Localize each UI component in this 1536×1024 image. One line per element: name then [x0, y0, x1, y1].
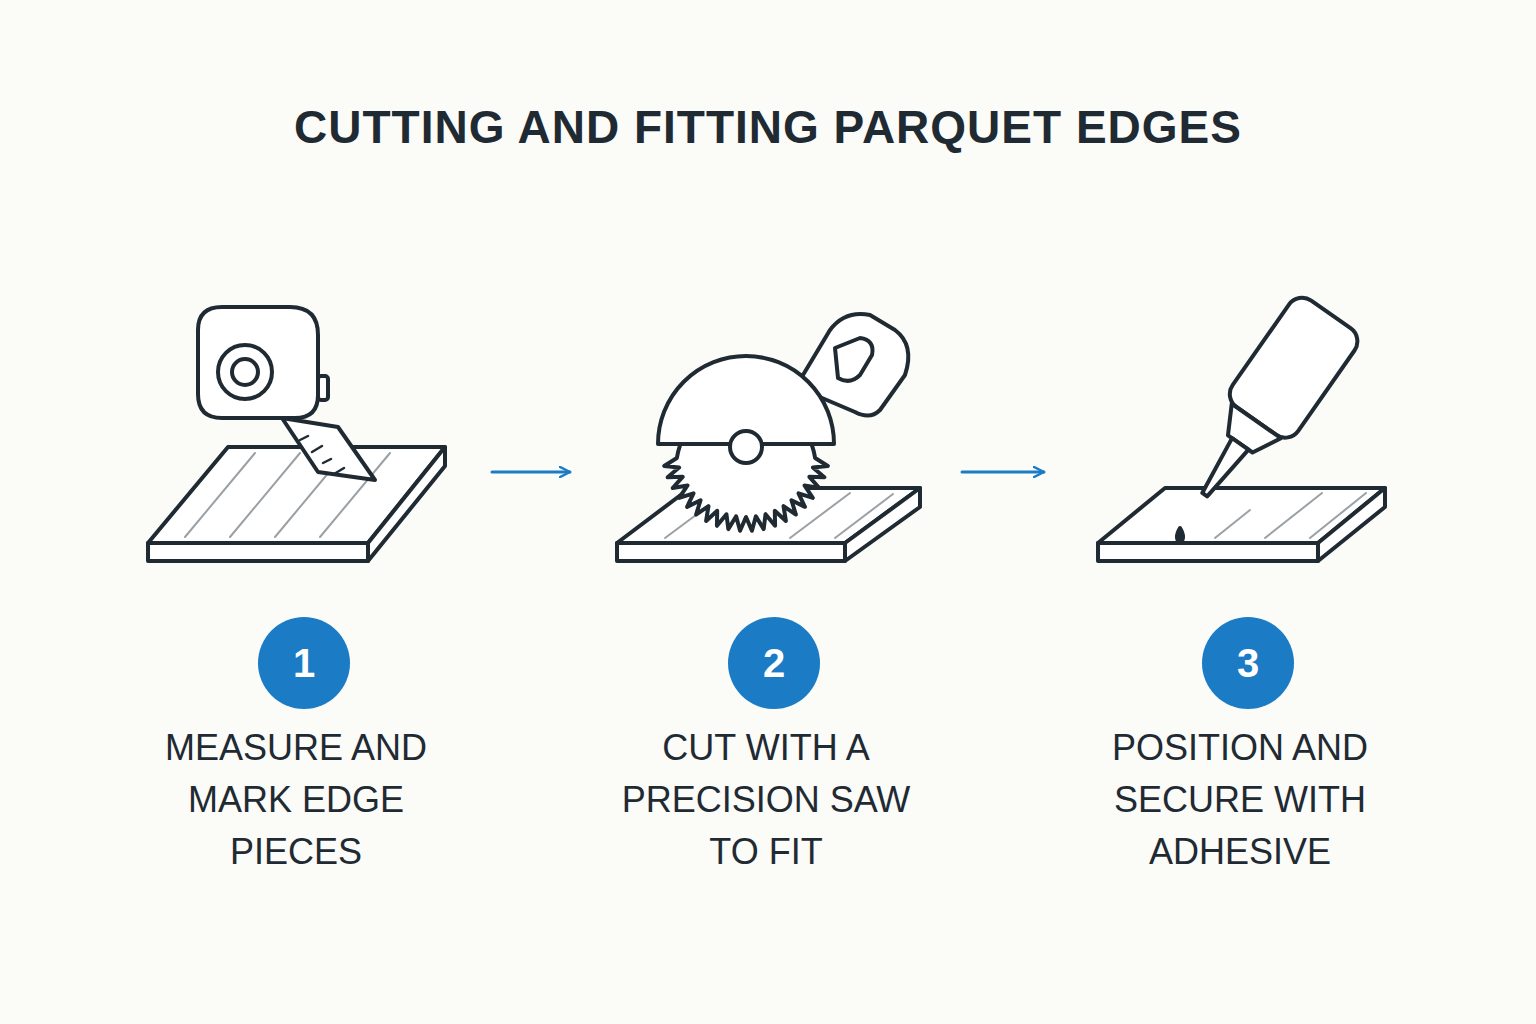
step-number: 3: [1202, 617, 1294, 709]
process-step: 2CUT WITH A PRECISION SAW TO FIT: [596, 290, 936, 880]
step-number: 2: [728, 617, 820, 709]
process-step: 1MEASURE AND MARK EDGE PIECES: [126, 290, 466, 880]
step-label: MEASURE AND MARK EDGE PIECES: [126, 722, 466, 878]
step-label: POSITION AND SECURE WITH ADHESIVE: [1070, 722, 1410, 878]
parquet-board: [1098, 488, 1385, 561]
process-step: 3POSITION AND SECURE WITH ADHESIVE: [1070, 290, 1410, 880]
step-label: CUT WITH A PRECISION SAW TO FIT: [596, 722, 936, 878]
step-number: 1: [258, 617, 350, 709]
flow-arrow: [492, 471, 570, 474]
parquet-board: [148, 447, 445, 561]
circular-saw: [658, 314, 908, 531]
diagram-title: CUTTING AND FITTING PARQUET EDGES: [0, 100, 1536, 154]
glue-bottle: [1172, 292, 1364, 543]
tape-measure: [198, 307, 375, 480]
flow-arrow: [962, 471, 1044, 474]
